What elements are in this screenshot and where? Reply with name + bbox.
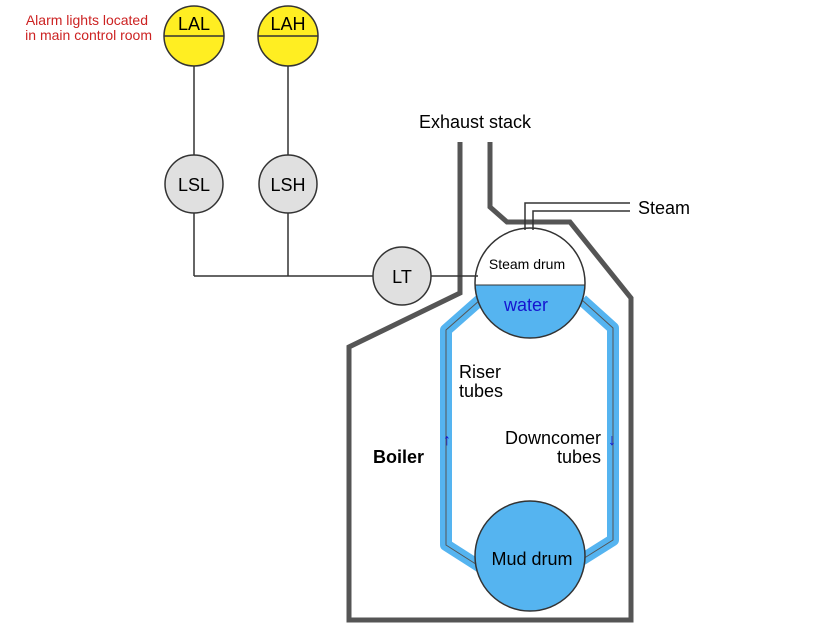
riser-label-line1: Riser: [459, 362, 501, 382]
lah-label: LAH: [270, 14, 305, 34]
steam-pipe: [524, 202, 630, 230]
level-transmitter-lt: LT: [372, 246, 432, 306]
steam-drum-water: [475, 285, 585, 338]
alarm-note-line2: in main control room: [25, 27, 152, 43]
steam-label: Steam: [638, 198, 690, 218]
lsh-label: LSH: [270, 175, 305, 195]
lal-label: LAL: [178, 14, 210, 34]
lsl-label: LSL: [178, 175, 210, 195]
alarm-light-lah: LAH: [257, 5, 319, 67]
downcomer-flow-arrow: ↓: [608, 432, 616, 449]
water-label: water: [503, 295, 548, 315]
boiler-label: Boiler: [373, 447, 424, 467]
tube-loop-outline: [445, 299, 614, 569]
lt-label: LT: [392, 267, 412, 287]
alarm-light-lal: LAL: [163, 5, 225, 67]
downcomer-label-line2: tubes: [557, 447, 601, 467]
signal-lines: [193, 66, 478, 277]
boiler-wall-left: [346, 142, 634, 623]
steam-drum-label: Steam drum: [489, 256, 565, 272]
downcomer-label-line1: Downcomer: [505, 428, 601, 448]
mud-drum: [474, 500, 586, 612]
level-switch-lsl: LSL: [164, 154, 224, 214]
exhaust-stack-label: Exhaust stack: [419, 112, 532, 132]
mud-drum-label: Mud drum: [491, 549, 572, 569]
riser-label-line2: tubes: [459, 381, 503, 401]
riser-flow-arrow: ↑: [443, 432, 451, 449]
alarm-note-line1: Alarm lights located: [26, 12, 148, 28]
level-switch-lsh: LSH: [258, 154, 318, 214]
